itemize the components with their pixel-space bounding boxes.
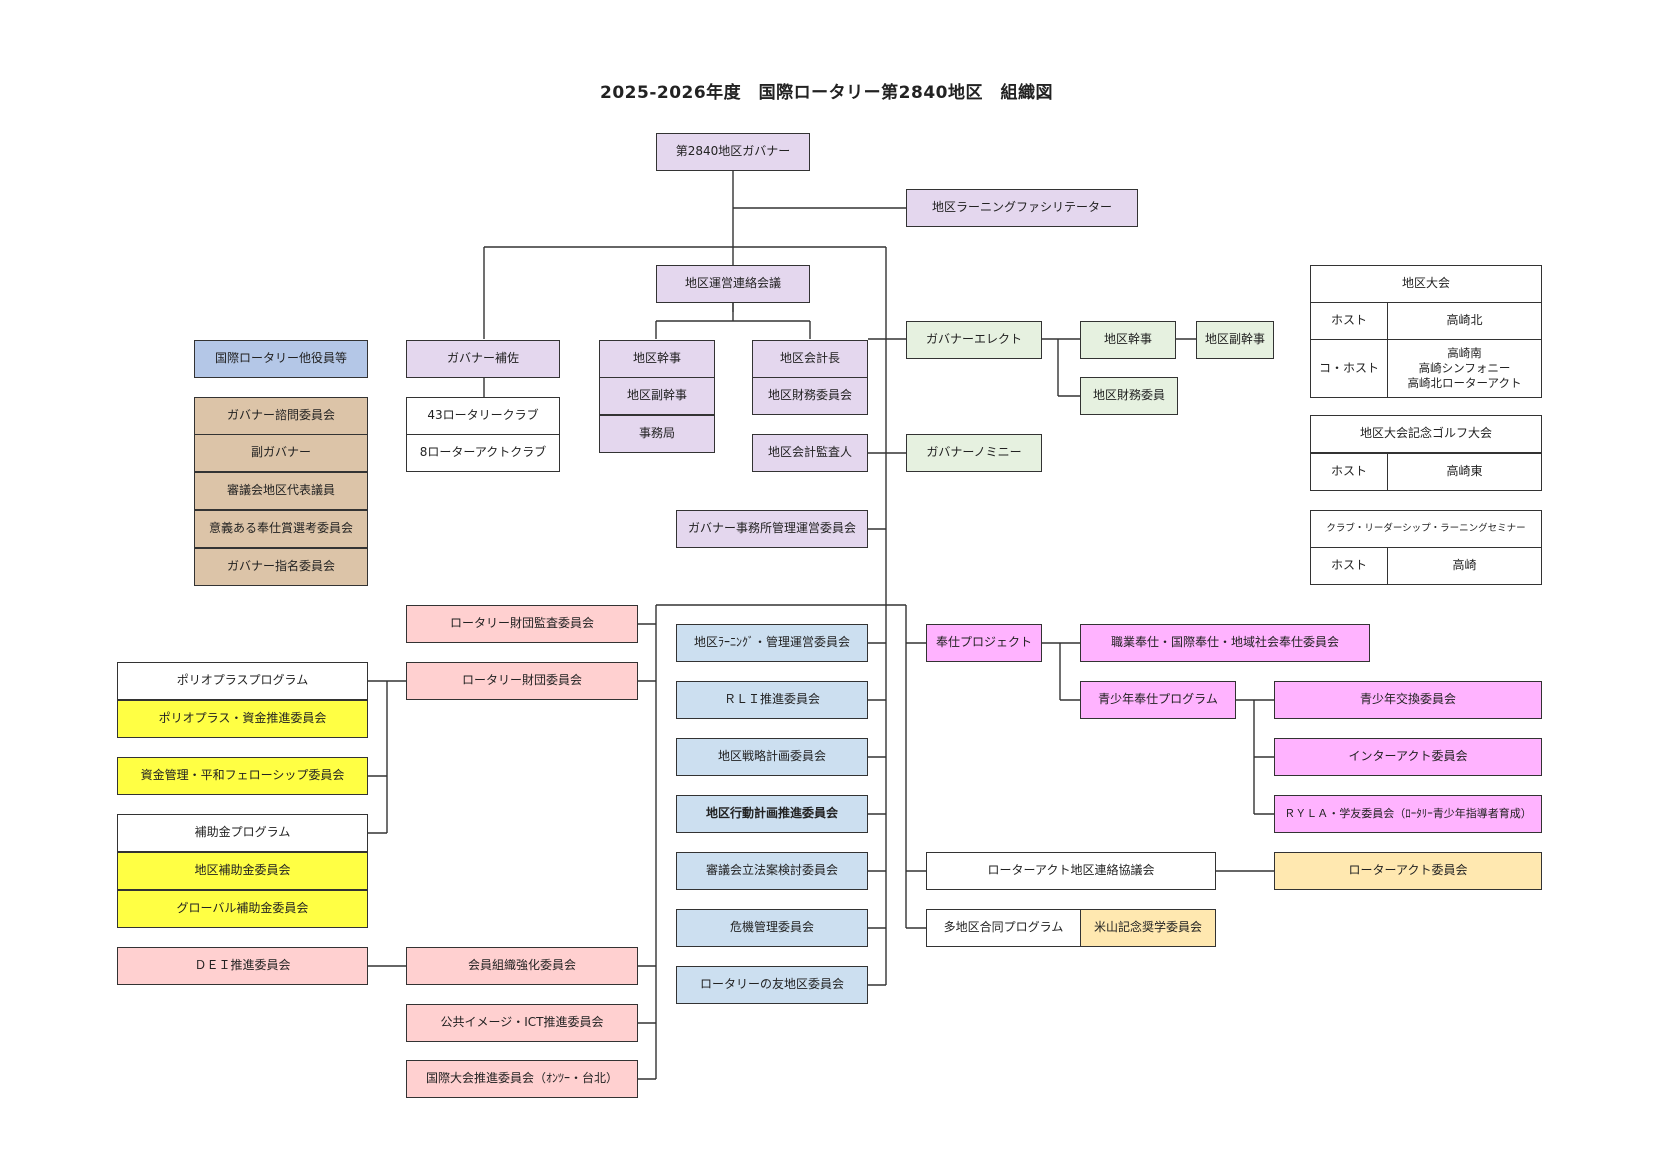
rotaract-committee-box: ローターアクト委員会 xyxy=(1274,852,1542,890)
golf-host: 高崎東 xyxy=(1387,453,1542,491)
learning-facilitator-box: 地区ラーニングファシリテーター xyxy=(906,189,1138,227)
conference-title: 地区大会 xyxy=(1310,265,1542,303)
grant-program-box: 補助金プログラム xyxy=(117,814,368,852)
convention-box: 国際大会推進委員会（ｵﾝﾂｰ・台北） xyxy=(406,1060,638,1098)
legislation-box: 審議会立法案検討委員会 xyxy=(676,852,868,890)
conference-host: 高崎北 xyxy=(1387,302,1542,340)
friendship-box: ロータリーの友地区委員会 xyxy=(676,966,868,1004)
public-image-box: 公共イメージ・ICT推進委員会 xyxy=(406,1004,638,1042)
dei-box: ＤＥＩ推進委員会 xyxy=(117,947,368,985)
polio-fund-box: ポリオプラス・資金推進委員会 xyxy=(117,700,368,738)
youth-exchange-box: 青少年交換委員会 xyxy=(1274,681,1542,719)
membership-box: 会員組織強化委員会 xyxy=(406,947,638,985)
foundation-audit-box: ロータリー財団監査委員会 xyxy=(406,605,638,643)
golf-title: 地区大会記念ゴルフ大会 xyxy=(1310,415,1542,453)
elect-finance-box: 地区財務委員 xyxy=(1080,377,1178,415)
governor-nominee-box: ガバナーノミニー xyxy=(906,434,1042,472)
page-title: 2025-2026年度 国際ロータリー第2840地区 組織図 xyxy=(600,83,1053,103)
conference-cohost: 高崎南 高崎シンフォニー 高崎北ローターアクト xyxy=(1387,339,1542,398)
strategic-box: 地区戦略計画委員会 xyxy=(676,738,868,776)
interact-box: インターアクト委員会 xyxy=(1274,738,1542,776)
yoneyama-box: 米山記念奨学委員会 xyxy=(1080,909,1216,947)
office-management-box: ガバナー事務所管理運営委員会 xyxy=(676,510,868,548)
elect-vice-secretary-box: 地区副幹事 xyxy=(1196,321,1274,359)
crisis-box: 危機管理委員会 xyxy=(676,909,868,947)
learning-mgmt-box: 地区ﾗｰﾆﾝｸﾞ・管理運営委員会 xyxy=(676,624,868,662)
vice-secretary-box: 地区副幹事 xyxy=(599,377,715,415)
office-box: 事務局 xyxy=(599,415,715,453)
service-project-box: 奉仕プロジェクト xyxy=(926,624,1042,662)
rotaract-council-box: ローターアクト地区連絡協議会 xyxy=(926,852,1216,890)
assistant-governor-box: ガバナー補佐 xyxy=(406,340,560,378)
governor-box: 第2840地区ガバナー xyxy=(656,133,810,171)
treasurer-box: 地区会計長 xyxy=(752,340,868,378)
elect-secretary-box: 地区幹事 xyxy=(1080,321,1176,359)
polio-program-box: ポリオプラスプログラム xyxy=(117,662,368,700)
rotary-clubs-box: 43ロータリークラブ xyxy=(406,397,560,435)
finance-committee-box: 地区財務委員会 xyxy=(752,377,868,415)
ryla-box: ＲＹＬＡ・学友委員会（ﾛｰﾀﾘｰ青少年指導者育成） xyxy=(1274,795,1542,833)
secretary-box: 地区幹事 xyxy=(599,340,715,378)
vocational-box: 職業奉仕・国際奉仕・地域社会奉仕委員会 xyxy=(1080,624,1370,662)
golf-host-label: ホスト xyxy=(1310,453,1388,491)
seminar-host: 高崎 xyxy=(1387,547,1542,585)
action-plan-box: 地区行動計画推進委員会 xyxy=(676,795,868,833)
seminar-host-label: ホスト xyxy=(1310,547,1388,585)
advisory-item: ガバナー指名委員会 xyxy=(194,548,368,586)
ri-officers-box: 国際ロータリー他役員等 xyxy=(194,340,368,378)
seminar-title: クラブ・リーダーシップ・ラーニングセミナー xyxy=(1310,510,1542,548)
advisory-item: ガバナー諮問委員会 xyxy=(194,397,368,435)
conference-host-label: ホスト xyxy=(1310,302,1388,340)
rotaract-clubs-box: 8ローターアクトクラブ xyxy=(406,434,560,472)
foundation-committee-box: ロータリー財団委員会 xyxy=(406,662,638,700)
governor-elect-box: ガバナーエレクト xyxy=(906,321,1042,359)
auditor-box: 地区会計監査人 xyxy=(752,434,868,472)
fund-peace-box: 資金管理・平和フェローシップ委員会 xyxy=(117,757,368,795)
advisory-item: 副ガバナー xyxy=(194,434,368,472)
advisory-item: 意義ある奉仕賞選考委員会 xyxy=(194,510,368,548)
multi-district-box: 多地区合同プログラム xyxy=(926,909,1081,947)
district-grant-box: 地区補助金委員会 xyxy=(117,852,368,890)
global-grant-box: グローバル補助金委員会 xyxy=(117,890,368,928)
advisory-item: 審議会地区代表議員 xyxy=(194,472,368,510)
rli-box: ＲＬＩ推進委員会 xyxy=(676,681,868,719)
operations-council-box: 地区運営連絡会議 xyxy=(656,265,810,303)
conference-cohost-label: コ・ホスト xyxy=(1310,339,1388,398)
youth-program-box: 青少年奉仕プログラム xyxy=(1080,681,1236,719)
